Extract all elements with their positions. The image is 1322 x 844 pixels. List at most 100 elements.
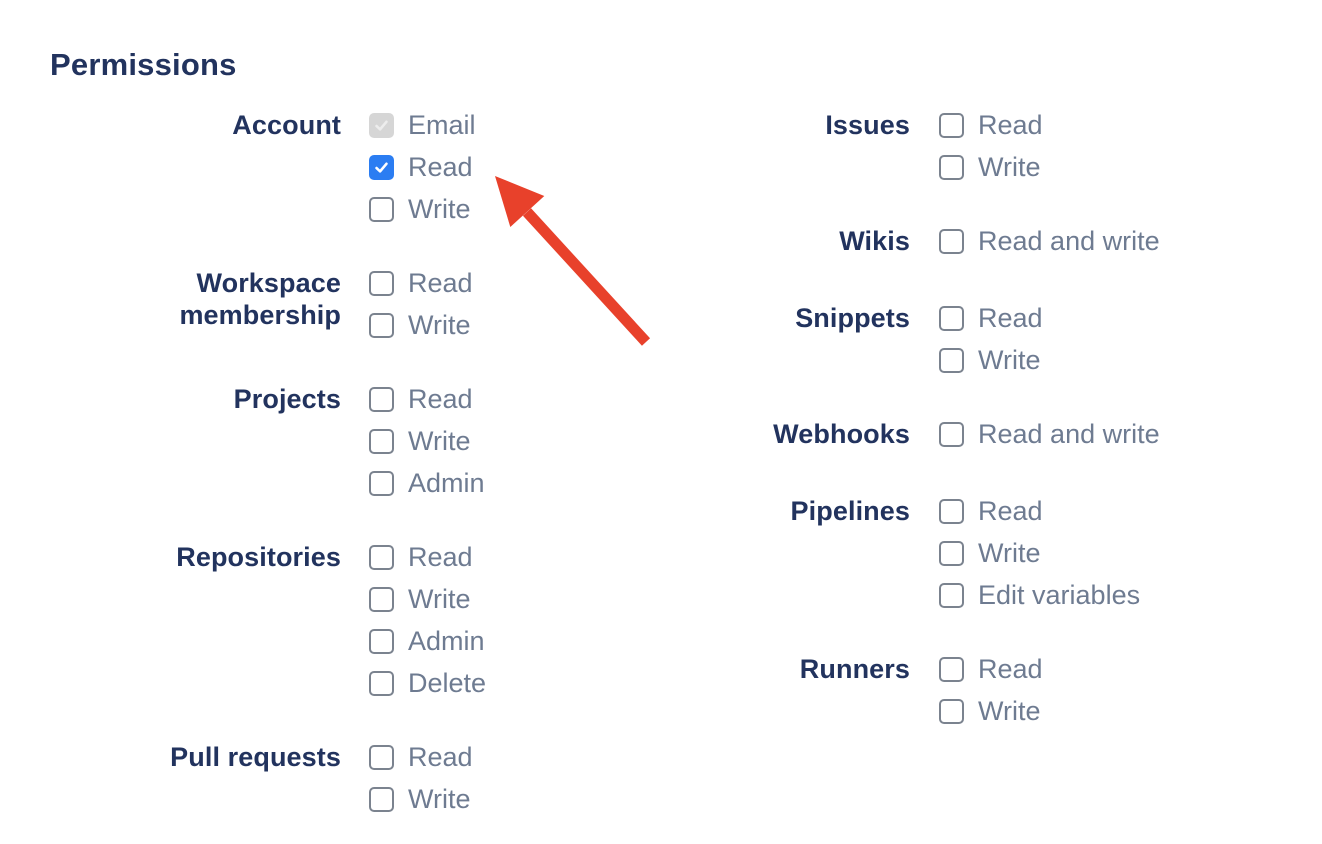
repositories-admin-checkbox[interactable] <box>369 628 394 654</box>
permission-group-webhooks: Webhooks Read and write <box>700 419 1260 450</box>
webhooks-read-and-write-checkbox[interactable] <box>939 421 964 447</box>
runners-read-checkbox[interactable] <box>939 656 964 682</box>
permission-group-label: Webhooks <box>773 419 910 449</box>
permissions-right-column: Issues Read Write Wikis Read and write S… <box>700 110 1260 725</box>
permission-row: Read <box>369 384 485 414</box>
permission-row: Write <box>369 784 473 814</box>
snippets-read-checkbox[interactable] <box>939 305 964 331</box>
permission-group-repositories: Repositories Read Write Admin Delete <box>50 542 670 698</box>
check-icon <box>375 119 388 131</box>
permission-option-label: Write <box>978 538 1041 568</box>
permission-rows: Read Write Admin Delete <box>369 544 487 698</box>
permission-option-label: Write <box>408 426 471 456</box>
issues-write-checkbox[interactable] <box>939 154 964 180</box>
permission-option-label: Read and write <box>978 226 1160 256</box>
permission-row: Edit variables <box>939 580 1141 610</box>
permission-row: Read and write <box>939 226 1160 256</box>
pull-requests-write-checkbox[interactable] <box>369 786 394 812</box>
projects-write-checkbox[interactable] <box>369 428 394 454</box>
permission-option-label: Edit variables <box>978 580 1141 610</box>
workspace-membership-read-checkbox[interactable] <box>369 270 394 296</box>
permission-row: Admin <box>369 468 485 498</box>
check-icon <box>375 161 388 173</box>
account-email-checkbox <box>369 112 394 138</box>
permission-row: Write <box>369 196 476 223</box>
workspace-membership-write-checkbox[interactable] <box>369 312 394 338</box>
pipelines-read-checkbox[interactable] <box>939 498 964 524</box>
issues-read-checkbox[interactable] <box>939 112 964 138</box>
permission-option-label: Read <box>408 384 473 414</box>
permission-group-label: Runners <box>799 654 910 684</box>
permission-option-label: Read <box>408 152 473 182</box>
permission-group-label: Pull requests <box>170 742 341 772</box>
snippets-write-checkbox[interactable] <box>939 347 964 373</box>
projects-read-checkbox[interactable] <box>369 386 394 412</box>
repositories-read-checkbox[interactable] <box>369 544 394 570</box>
permission-group-projects: Projects Read Write Admin <box>50 384 670 498</box>
permission-rows: Read Write <box>369 268 473 340</box>
permission-option-label: Write <box>978 152 1041 182</box>
permission-rows: Read Write <box>939 303 1043 375</box>
permission-rows: Read Write <box>939 654 1043 725</box>
permission-option-label: Read <box>978 496 1043 526</box>
permission-row: Write <box>939 538 1140 568</box>
permission-group-label: Workspace membership <box>179 268 341 330</box>
permission-option-label: Read <box>408 742 473 772</box>
permission-option-label: Email <box>408 110 476 140</box>
permission-row: Write <box>369 426 485 456</box>
projects-admin-checkbox[interactable] <box>369 470 394 496</box>
permissions-left-column: Account Email Read Write Workspace membe… <box>50 110 670 814</box>
permission-group-workspace-membership: Workspace membership Read Write <box>50 268 670 340</box>
permission-option-label: Write <box>408 584 471 614</box>
permission-group-label: Account <box>232 110 341 140</box>
account-write-checkbox[interactable] <box>369 196 394 222</box>
permission-option-label: Admin <box>408 626 485 656</box>
permission-option-label: Read <box>978 110 1043 140</box>
permission-rows: Read Write Edit variables <box>939 496 1141 610</box>
runners-write-checkbox[interactable] <box>939 698 964 724</box>
permission-option-label: Write <box>408 784 471 814</box>
permission-row: Read and write <box>939 419 1160 449</box>
permission-row: Read <box>369 152 476 182</box>
permission-row: Write <box>369 584 486 614</box>
pull-requests-read-checkbox[interactable] <box>369 744 394 770</box>
permission-row: Write <box>369 310 473 340</box>
permission-option-label: Admin <box>408 468 485 498</box>
permission-group-issues: Issues Read Write <box>700 110 1260 182</box>
permission-option-label: Write <box>408 310 471 340</box>
permission-option-label: Read and write <box>978 419 1160 449</box>
permission-group-account: Account Email Read Write <box>50 110 670 223</box>
permission-option-label: Read <box>408 268 473 298</box>
permission-option-label: Write <box>978 345 1041 375</box>
account-read-checkbox[interactable] <box>369 154 394 180</box>
permission-option-label: Read <box>978 303 1043 333</box>
permission-row: Write <box>939 345 1043 375</box>
permission-row: Read <box>939 303 1043 333</box>
repositories-delete-checkbox[interactable] <box>369 670 394 696</box>
permission-group-wikis: Wikis Read and write <box>700 226 1260 257</box>
permission-rows: Read Write Admin <box>369 384 485 498</box>
permission-group-label: Snippets <box>795 303 910 333</box>
pipelines-edit-variables-checkbox[interactable] <box>939 582 964 608</box>
permission-group-snippets: Snippets Read Write <box>700 303 1260 375</box>
permission-group-pull-requests: Pull requests Read Write <box>50 742 670 814</box>
permission-row: Email <box>369 110 476 140</box>
permission-group-runners: Runners Read Write <box>700 654 1260 725</box>
permission-option-label: Read <box>978 654 1043 684</box>
permission-row: Read <box>369 544 486 571</box>
permission-rows: Read and write <box>939 419 1160 449</box>
permission-group-label: Issues <box>825 110 910 140</box>
permission-group-label: Repositories <box>176 542 341 572</box>
permission-rows: Read and write <box>939 226 1160 256</box>
wikis-read-and-write-checkbox[interactable] <box>939 228 964 254</box>
page-title: Permissions <box>50 47 237 82</box>
permission-row: Read <box>369 742 473 772</box>
pipelines-write-checkbox[interactable] <box>939 540 964 566</box>
permission-option-label: Delete <box>408 668 487 698</box>
permission-group-pipelines: Pipelines Read Write Edit variables <box>700 496 1260 610</box>
permission-row: Admin <box>369 626 486 656</box>
permission-rows: Read Write <box>369 742 473 814</box>
repositories-write-checkbox[interactable] <box>369 586 394 612</box>
permission-group-label: Wikis <box>839 226 910 256</box>
permission-rows: Email Read Write <box>369 110 476 223</box>
